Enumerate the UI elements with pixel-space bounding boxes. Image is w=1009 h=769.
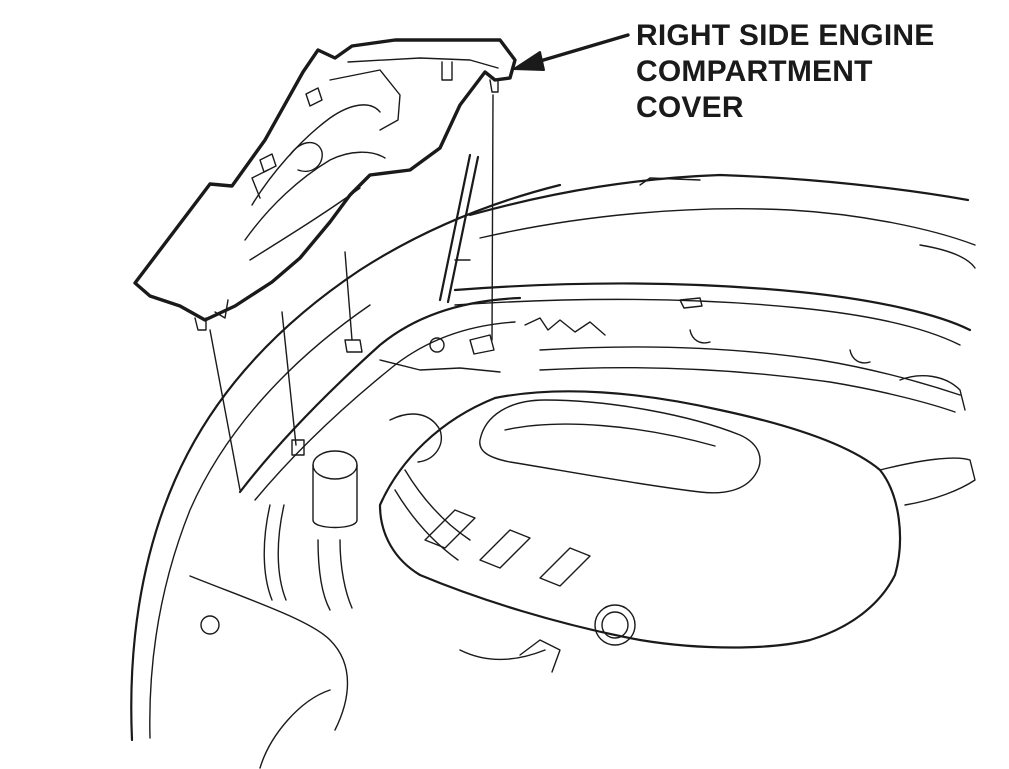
engine-cover xyxy=(378,390,976,649)
hood-panel xyxy=(468,173,976,269)
fender-outline xyxy=(130,183,562,769)
callout-line-3: COVER xyxy=(636,91,744,124)
hood-strut xyxy=(438,153,480,304)
right-side-engine-compartment-cover xyxy=(133,38,517,331)
callout-arrow xyxy=(513,33,630,71)
callout-line-2: COMPARTMENT xyxy=(636,55,873,88)
inner-fender-rail xyxy=(238,296,522,501)
coolant-reservoir-and-hoses xyxy=(263,413,561,673)
cowl-panel xyxy=(453,282,972,413)
callout-label: RIGHT SIDE ENGINE COMPARTMENT COVER xyxy=(636,18,934,126)
callout-line-1: RIGHT SIDE ENGINE xyxy=(636,19,935,52)
